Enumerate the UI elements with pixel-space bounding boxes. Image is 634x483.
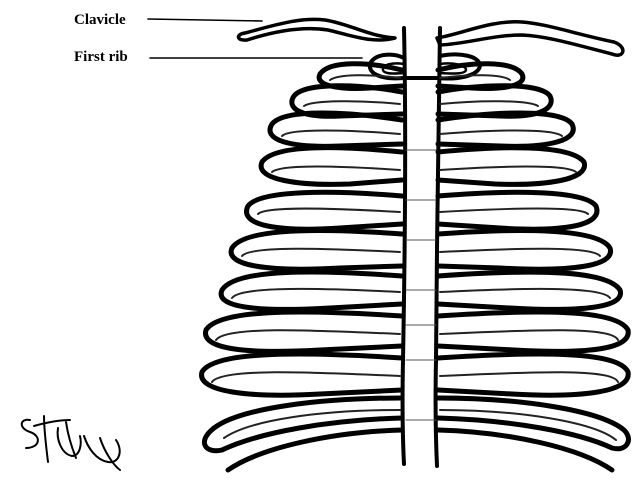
signature (22, 416, 120, 470)
right-ribs (438, 64, 628, 470)
left-clavicle (238, 19, 395, 40)
left-ribs (202, 64, 402, 470)
rib-inner-lines (212, 75, 618, 440)
right-clavicle (437, 22, 623, 55)
clavicle-leader-line (148, 19, 262, 21)
sternum-segment-marks (406, 150, 436, 420)
left-rib-9 (206, 312, 402, 351)
